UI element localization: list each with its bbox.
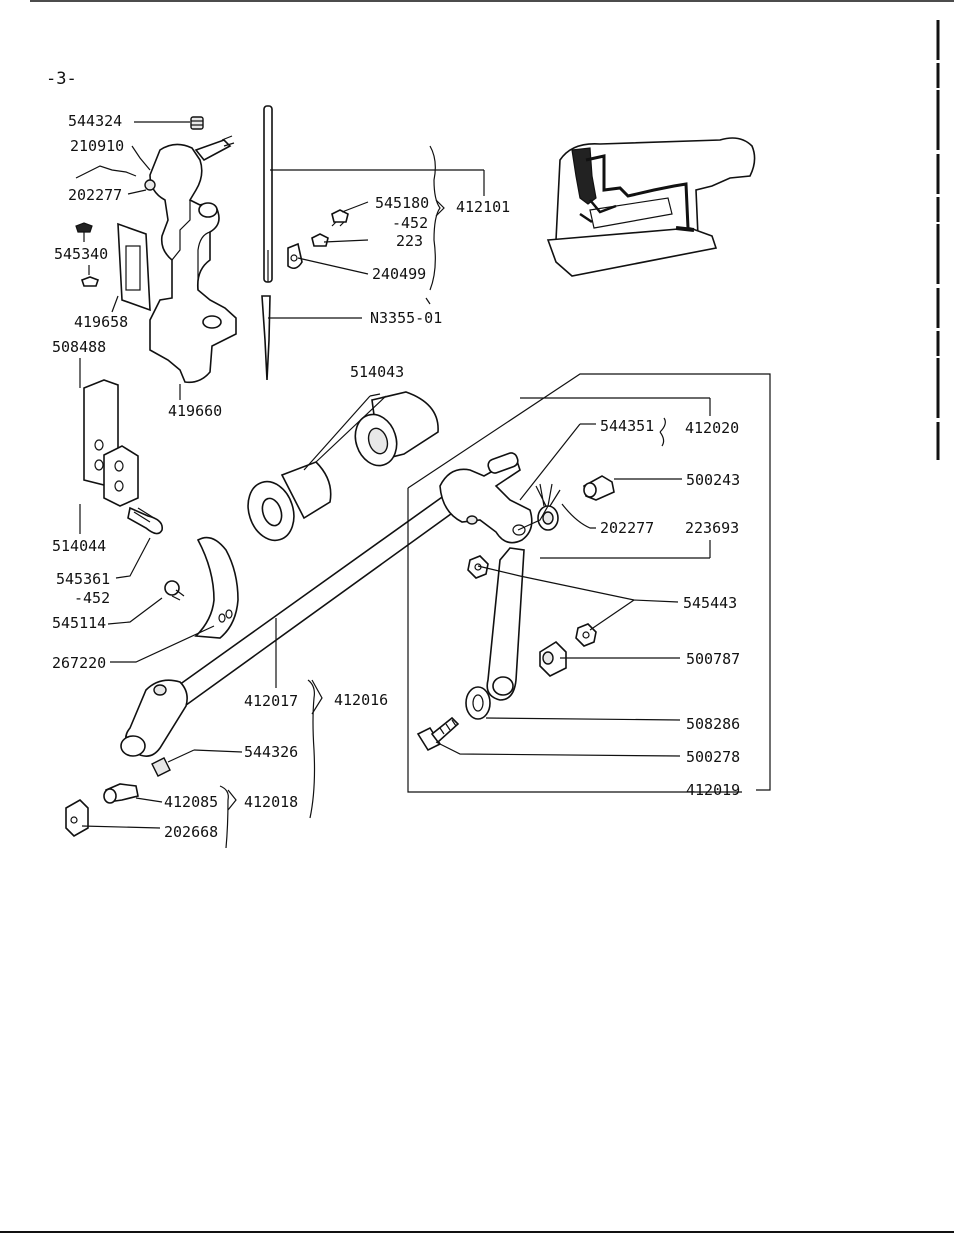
label-202668: 202668	[164, 823, 218, 841]
label-419660: 419660	[168, 402, 222, 420]
screws-545340	[75, 222, 100, 287]
label-545114: 545114	[52, 614, 106, 632]
label-508286: 508286	[686, 715, 740, 733]
bushing-rear	[354, 391, 439, 467]
label-545340: 545340	[54, 245, 108, 263]
label-412016: 412016	[334, 691, 388, 709]
page-number: -3-	[46, 69, 77, 89]
label-412101: 412101	[456, 198, 510, 216]
link-arm	[486, 547, 525, 701]
label-412017: 412017	[244, 692, 298, 710]
label-223693: 223693	[685, 519, 739, 537]
screw-545114	[164, 580, 185, 601]
presser-foot-bar-assembly	[144, 116, 237, 384]
nut-500787	[539, 640, 567, 677]
label-202277-top: 202277	[68, 186, 122, 204]
bushing-front	[247, 461, 332, 542]
nut-545443-a	[467, 555, 489, 579]
label-544324: 544324	[68, 112, 122, 130]
label-508488: 508488	[52, 338, 106, 356]
label-240499: 240499	[372, 265, 426, 283]
label-267220: 267220	[52, 654, 106, 672]
label-514044: 514044	[52, 537, 106, 555]
label-419658: 419658	[74, 313, 128, 331]
bolt-500278	[416, 716, 460, 752]
needle-N3355-01	[261, 295, 271, 381]
label-210910: 210910	[70, 137, 124, 155]
leader-lines	[75, 121, 771, 849]
label-N3355-01: N3355-01	[370, 309, 442, 327]
set-screw-202277	[535, 483, 561, 531]
needle-bar-412101	[263, 105, 273, 283]
set-screw-544326	[151, 757, 171, 777]
part-labels: 544324 210910 202277 545340 419658 50848…	[52, 112, 740, 841]
label-544326: 544326	[244, 743, 298, 761]
brace-marks	[227, 199, 445, 811]
label-412019: 412019	[686, 781, 740, 799]
label-412085: 412085	[164, 793, 218, 811]
guard-267220	[194, 536, 239, 639]
thread-guide-240499	[287, 242, 303, 270]
label-452-lower: -452	[74, 589, 110, 607]
label-452-upper: -452	[392, 214, 428, 232]
screw-500243	[583, 475, 615, 501]
label-500243: 500243	[686, 471, 740, 489]
screw-545180	[331, 209, 349, 227]
bracket-508488	[83, 379, 139, 507]
label-500787: 500787	[686, 650, 740, 668]
label-514043: 514043	[350, 363, 404, 381]
screw-545361	[127, 506, 164, 535]
label-545443: 545443	[683, 594, 737, 612]
label-544351: 544351	[600, 417, 654, 435]
label-545361: 545361	[56, 570, 110, 588]
collar-202668	[65, 799, 89, 837]
plate-419658	[117, 222, 151, 312]
label-223: 223	[396, 232, 423, 250]
screw-223	[311, 233, 329, 247]
screw-412085	[103, 783, 139, 804]
label-500278: 500278	[686, 748, 740, 766]
label-412020: 412020	[685, 419, 739, 437]
label-545180: 545180	[375, 194, 429, 212]
crank-412020	[439, 452, 533, 544]
label-412018: 412018	[244, 793, 298, 811]
washer-508286	[465, 686, 491, 720]
label-202277-right: 202277	[600, 519, 654, 537]
machine-silhouette	[546, 137, 756, 277]
